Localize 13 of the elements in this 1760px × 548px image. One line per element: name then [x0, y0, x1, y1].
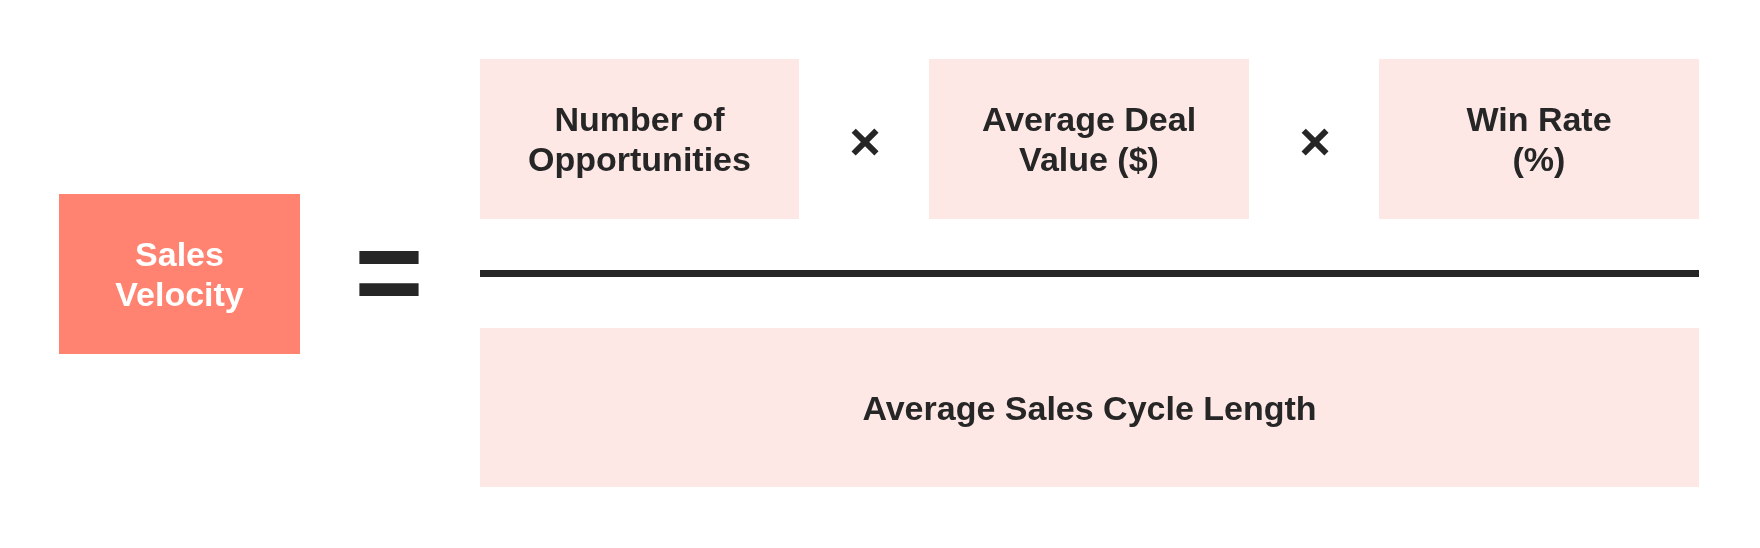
numerator-term-box [480, 59, 799, 219]
result-box [59, 194, 300, 354]
multiply-sign: × [1299, 114, 1331, 168]
result-text: Sales Velocity [114, 234, 245, 314]
term-text: Average Sales Cycle Length [862, 387, 1317, 428]
denominator-term-box [480, 328, 1699, 487]
numerator-term-box [929, 59, 1249, 219]
numerator-term-box [1379, 59, 1699, 219]
multiply-sign: × [849, 114, 881, 168]
term-text: Number of Opportunities [527, 99, 752, 179]
term-text: Average Deal Value ($) [980, 99, 1198, 179]
equals-sign: = [354, 213, 424, 331]
term-text: Win Rate (%) [1465, 99, 1613, 179]
